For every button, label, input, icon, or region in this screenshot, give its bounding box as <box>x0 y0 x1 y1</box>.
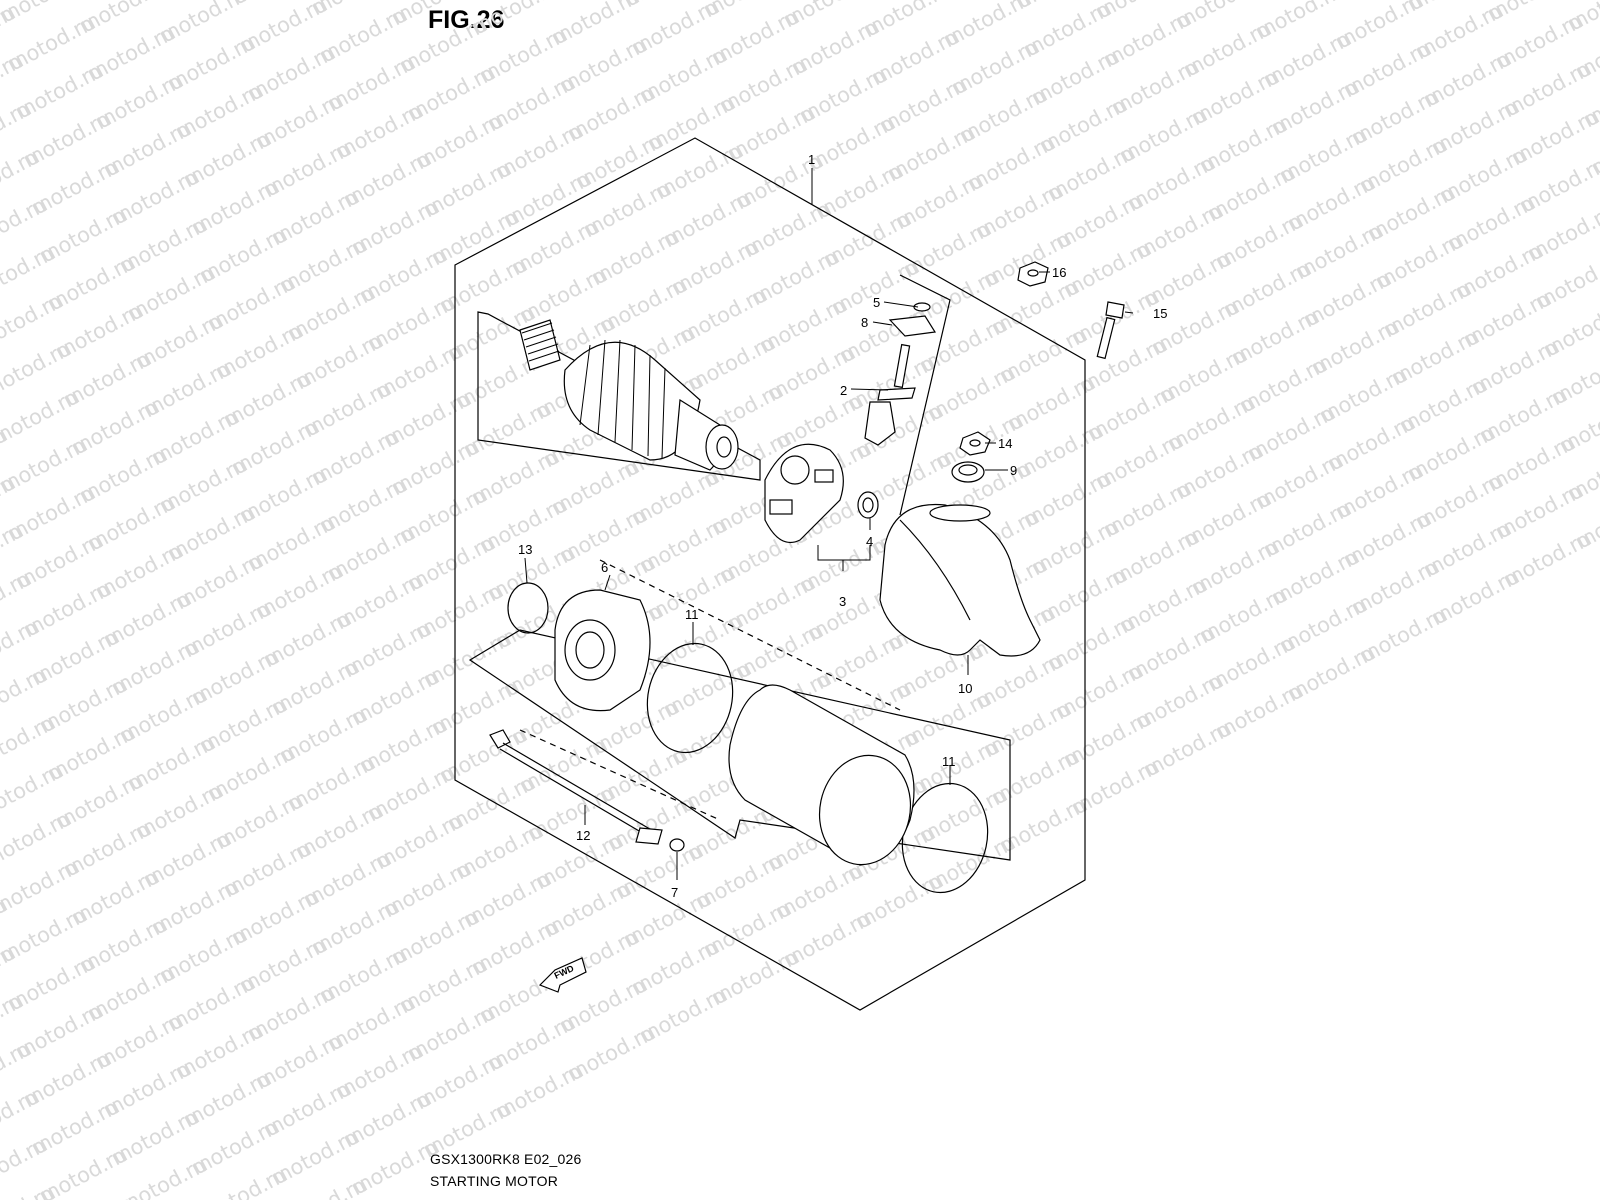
bolt-centerline <box>519 729 721 821</box>
front-bracket-housing <box>554 589 651 712</box>
armature-group-frame <box>477 311 761 481</box>
terminal-insulator <box>888 315 937 337</box>
housing-group-frame <box>468 629 1011 861</box>
washer <box>669 838 685 852</box>
yoke-motor-case <box>728 684 915 866</box>
o-ring-small <box>913 302 931 312</box>
assembly-centerline <box>599 559 901 711</box>
mounting-bolt <box>1096 301 1125 360</box>
brush-group-frame <box>899 274 951 516</box>
brush-holder-plate <box>764 443 844 544</box>
bearing <box>857 491 879 519</box>
callout-3: 3 <box>839 594 846 609</box>
callout-leader-lines <box>524 168 1134 880</box>
oil-seal <box>951 461 985 483</box>
through-bolt <box>489 729 663 845</box>
callout-2: 2 <box>840 383 847 398</box>
callout-14: 14 <box>998 436 1012 451</box>
armature-rotor <box>519 319 739 471</box>
callout-7: 7 <box>671 885 678 900</box>
section-name: STARTING MOTOR <box>430 1173 559 1189</box>
nut <box>959 431 991 456</box>
end-cover-housing <box>879 503 1041 657</box>
callout-1: 1 <box>808 152 815 167</box>
terminal-bolt <box>864 343 916 446</box>
callout-12: 12 <box>576 828 590 843</box>
model-code: GSX1300RK8 E02_026 <box>430 1151 582 1167</box>
callout-11-front: 11 <box>685 607 699 622</box>
o-ring-11-front <box>646 642 734 754</box>
callout-13: 13 <box>518 542 532 557</box>
callout-8: 8 <box>861 315 868 330</box>
callout-16: 16 <box>1052 265 1066 280</box>
callout-5: 5 <box>873 295 880 310</box>
callout-11-rear: 11 <box>942 754 956 769</box>
callout-10: 10 <box>958 681 972 696</box>
callout-4: 4 <box>866 534 873 549</box>
callout-15: 15 <box>1153 306 1167 321</box>
flange-nut <box>1017 261 1049 287</box>
callout-labels: 1 2 3 4 5 6 7 8 9 10 11 11 12 13 14 15 1… <box>518 152 1167 900</box>
callout-6: 6 <box>601 560 608 575</box>
assembly-outline-box <box>454 137 1086 1011</box>
figure-title: FIG.26 <box>428 6 505 34</box>
callout-9: 9 <box>1010 463 1017 478</box>
o-ring-13 <box>507 582 549 634</box>
